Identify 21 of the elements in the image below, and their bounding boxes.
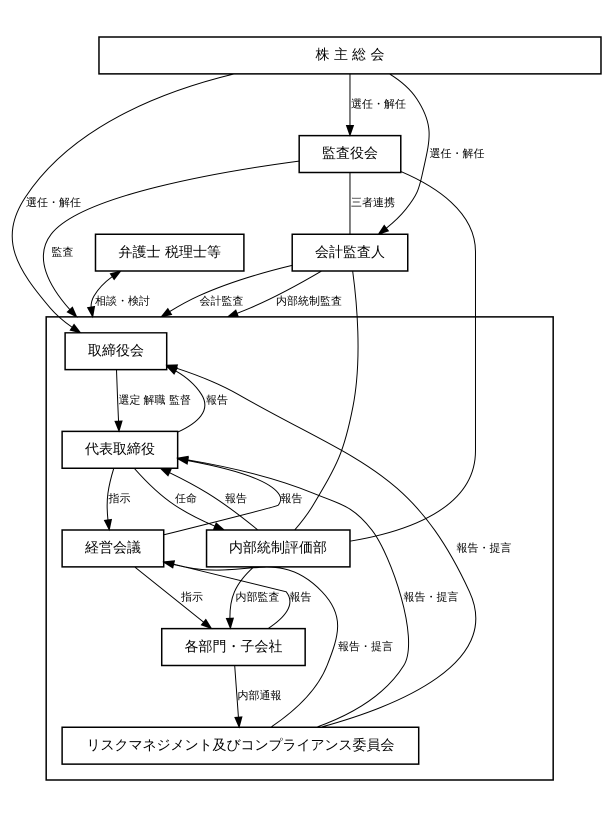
edge-label: 会計監査 xyxy=(199,294,244,308)
edge-label: 監査 xyxy=(52,244,74,258)
edge-label: 相談・検討 xyxy=(94,294,150,308)
edge-label: 報告・提言 xyxy=(404,590,459,604)
edge-label: 指示 xyxy=(108,491,130,504)
edge-label: 指示 xyxy=(181,590,204,604)
edge-label: 任命 xyxy=(175,491,198,504)
edge-label: 報告・提言 xyxy=(338,639,393,652)
edge-label: 報告・提言 xyxy=(456,540,512,554)
edge-label: 内部監査 xyxy=(235,590,280,604)
edge-label: 選任・解任 xyxy=(350,97,406,110)
edge-label: 報告 xyxy=(224,491,247,504)
edge-label: 選定 解職 監督 xyxy=(118,392,192,406)
edge-label: 報告 xyxy=(290,590,312,604)
edge-label: 報告 xyxy=(280,491,303,504)
edge-label: 三者連携 xyxy=(350,196,395,209)
edge-label: 内部統制監査 xyxy=(276,294,342,308)
edge-label: 選任・解任 xyxy=(26,196,82,209)
edge-label: 選任・解任 xyxy=(430,146,485,160)
edge-label: 報告 xyxy=(206,392,228,406)
edge-label: 内部通報 xyxy=(237,688,282,702)
